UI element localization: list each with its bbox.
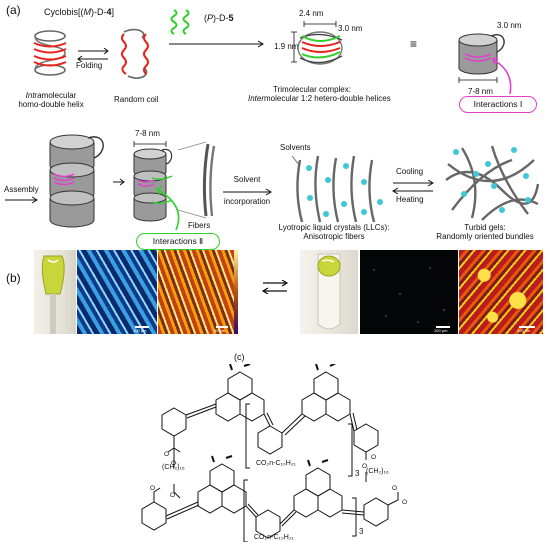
turbid-gel-bundles xyxy=(445,145,540,221)
repeat-bottom-label: 3 xyxy=(359,527,364,536)
stacked-column xyxy=(133,141,173,222)
stacked-cylinders xyxy=(49,134,104,228)
ester-top-label: CO₂n-C₁₀H₂₁ xyxy=(256,460,296,467)
scale-bar-4 xyxy=(519,326,535,328)
svg-text:O: O xyxy=(392,485,397,492)
chain-right-label: (CH₂)₁₆ xyxy=(366,468,389,475)
dim-3-0nm: 3.0 nm xyxy=(338,24,363,33)
llc-afm-image: 50 nm xyxy=(158,250,238,334)
trimolecular-complex xyxy=(291,21,343,65)
repeat-top-label: 3 xyxy=(355,469,360,478)
scale-label-3: 100 μm xyxy=(434,328,448,333)
llc-pom-image: 100 μm xyxy=(77,250,157,334)
interactions-2-pill: Interactions Ⅱ xyxy=(136,233,220,250)
interaction-1-pointer xyxy=(491,57,512,95)
svg-text:O: O xyxy=(150,485,155,492)
panel-a-label: (a) xyxy=(6,3,21,17)
trimolecular-caption: Trimolecular complex: Intermolecular 1:2… xyxy=(248,85,391,103)
random-coil xyxy=(121,28,149,79)
llc-fibers xyxy=(291,155,383,223)
chemical-structure: OO OO OO OO xyxy=(141,364,407,542)
cylinder-7-8nm: 7-8 nm xyxy=(468,87,493,96)
svg-text:O: O xyxy=(402,499,407,506)
cyclobis-label: Cyclobis[(M)-D-4] xyxy=(44,7,115,17)
gel-vial-photo xyxy=(300,250,358,334)
folding-arrows xyxy=(77,48,109,62)
svg-text:O: O xyxy=(164,451,169,458)
dim-1-9nm: 1.9 nm xyxy=(274,42,299,51)
complexation-arrow xyxy=(169,40,264,48)
gels-caption: Turbid gels: Randomly oriented bundles xyxy=(436,223,534,241)
svg-text:O: O xyxy=(171,460,176,467)
panel-b-label: (b) xyxy=(6,271,21,285)
heating-label: Heating xyxy=(396,195,424,204)
ester-bottom-label: CO₂n-C₁₀H₂₁ xyxy=(254,534,294,541)
interaction-2-pointer xyxy=(155,186,180,231)
folding-label: Folding xyxy=(76,61,103,70)
intramolecular-caption: Intramolecular homo-double helix xyxy=(18,91,84,109)
fibers xyxy=(177,141,216,219)
intramolecular-helix xyxy=(33,30,67,76)
assembly-arrow xyxy=(5,196,38,204)
solvent-incorporation-label-2: incorporation xyxy=(223,197,271,206)
fibers-label: Fibers xyxy=(188,221,211,230)
cooling-label: Cooling xyxy=(396,167,424,176)
gel-afm-image: 500 nm xyxy=(459,250,543,334)
gel-pom-image: 100 μm xyxy=(360,250,458,334)
svg-text:O: O xyxy=(170,492,175,499)
random-coil-caption: Random coil xyxy=(114,95,159,104)
chain-left-label: (CH₂)₁₆ xyxy=(162,464,185,471)
scale-bar-1 xyxy=(135,326,149,328)
interactions-1-pill: Interactions Ⅰ xyxy=(459,96,537,113)
solvent-incorporation-label: Solvent xyxy=(233,175,261,184)
scale-bar-2 xyxy=(216,326,228,328)
cooling-heating-arrows xyxy=(392,180,434,194)
small-arrow xyxy=(113,178,125,186)
scale-bar-3 xyxy=(436,326,450,328)
svg-text:O: O xyxy=(362,463,367,470)
cylinder-3-0nm: 3.0 nm xyxy=(497,21,522,30)
panel-c-label: (c) xyxy=(234,352,245,362)
helix-cylinder xyxy=(458,33,505,83)
llc-vial-photo xyxy=(34,250,76,334)
svg-text:O: O xyxy=(371,454,376,461)
scale-label-2: 50 nm xyxy=(214,328,226,333)
scale-label-4: 500 nm xyxy=(517,328,531,333)
equivalent-sign: ≡ xyxy=(410,37,418,51)
stack-7-8nm: 7-8 nm xyxy=(135,129,160,138)
phase-transition-arrows xyxy=(262,280,289,294)
solvents-label: Solvents xyxy=(280,143,311,152)
scale-label-1: 100 μm xyxy=(133,328,147,333)
llc-caption: Lyotropic liquid crystals (LLCs): Anisot… xyxy=(278,223,390,241)
pd5-label: (P)-D-5 xyxy=(204,13,234,23)
solvent-arrow xyxy=(223,188,272,196)
pd5-strands xyxy=(170,9,190,35)
assembly-label: Assembly xyxy=(4,185,39,194)
dim-2-4nm: 2.4 nm xyxy=(299,9,324,18)
